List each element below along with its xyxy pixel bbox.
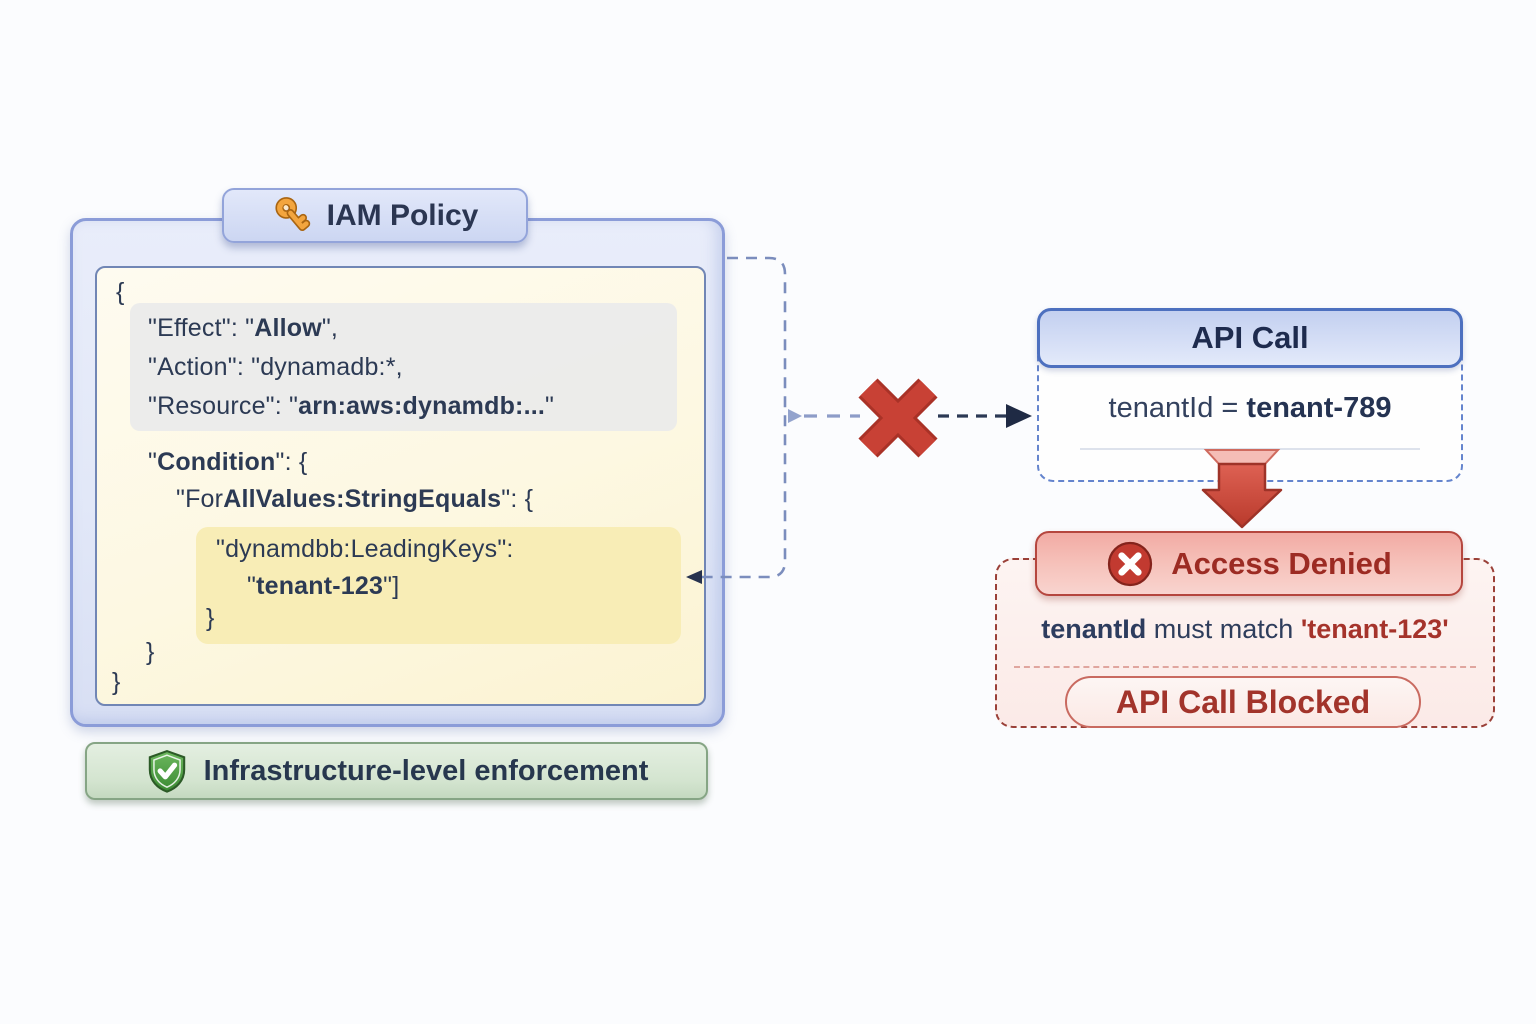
- access-denied-title: Access Denied: [1171, 545, 1392, 581]
- iam-policy-tab: IAM Policy: [222, 188, 528, 243]
- code-line-condition: "Condition": {: [148, 448, 308, 476]
- blocked-x-icon: [858, 378, 938, 458]
- code-line: }: [206, 604, 215, 632]
- code-line-tenant-value: "tenant-123"]: [247, 572, 400, 600]
- statement-highlight: [130, 303, 677, 431]
- api-call-title: API Call: [1191, 320, 1309, 355]
- api-call-blocked-label: API Call Blocked: [1115, 683, 1371, 720]
- api-call-header: API Call: [1037, 308, 1463, 368]
- access-denied-detail: tenantId must match 'tenant-123': [1041, 614, 1449, 644]
- code-line-leadingkeys: "dynamdbb:LeadingKeys":: [216, 535, 514, 563]
- enforcement-badge: Infrastructure-level enforcement: [85, 742, 708, 800]
- blocked-flow-arrow: [788, 404, 1032, 428]
- code-line-resource: "Resource": "arn:aws:dynamdb:...": [148, 392, 555, 420]
- code-line-forallvalues: "ForAllValues:StringEquals": {: [176, 485, 534, 513]
- api-call-divider: [1080, 448, 1420, 450]
- api-call-param: tenantId = tenant-789: [1108, 392, 1392, 424]
- access-denied-divider: [1014, 666, 1476, 668]
- code-line-action: "Action": "dynamadb:*,: [148, 353, 403, 381]
- code-line: }: [146, 638, 155, 666]
- iam-policy-title: IAM Policy: [326, 198, 479, 232]
- api-call-blocked-pill: API Call Blocked: [1065, 676, 1421, 728]
- x-circle-icon: [1106, 540, 1154, 588]
- shield-check-icon: [145, 749, 189, 793]
- code-line-effect: "Effect": "Allow",: [148, 314, 339, 342]
- leading-keys-highlight: [196, 527, 681, 644]
- key-icon: [272, 195, 314, 237]
- code-line: }: [112, 668, 121, 696]
- access-denied-banner: Access Denied: [1035, 531, 1463, 596]
- code-line: {: [116, 278, 125, 306]
- enforcement-badge-label: Infrastructure-level enforcement: [203, 754, 649, 787]
